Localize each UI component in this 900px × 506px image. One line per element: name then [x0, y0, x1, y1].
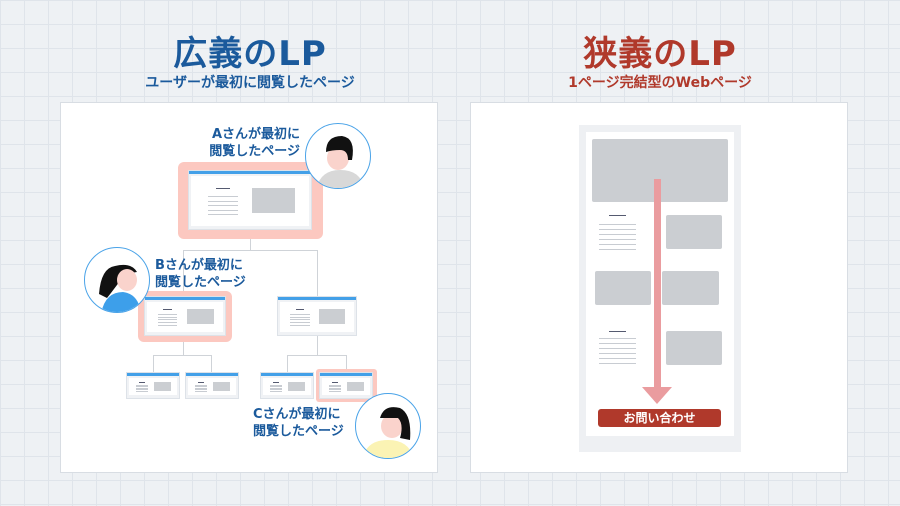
contact-button[interactable]: お問い合わせ	[598, 409, 721, 427]
text-line	[599, 244, 636, 245]
image-block	[662, 271, 719, 305]
label-b: Bさんが最初に閲覧したページ	[155, 258, 246, 290]
connector	[250, 238, 251, 250]
connector	[153, 355, 212, 356]
connector	[183, 341, 184, 355]
left-subtitle: ユーザーが最初に閲覧したページ	[145, 75, 355, 91]
text-line	[599, 358, 636, 359]
text-line	[599, 353, 636, 354]
text-line	[599, 338, 636, 339]
connector	[183, 250, 318, 251]
avatar-c-icon	[355, 393, 421, 459]
connector	[346, 355, 347, 372]
text-line	[599, 224, 636, 225]
avatar-a-icon	[305, 123, 371, 189]
page-thumbnail	[188, 170, 312, 230]
scroll-arrow	[654, 179, 661, 389]
avatar-b-icon	[84, 247, 150, 313]
connector	[287, 355, 347, 356]
page-thumbnail	[126, 372, 180, 399]
image-block	[666, 331, 722, 365]
text-line	[599, 343, 636, 344]
page-thumbnail	[277, 296, 357, 336]
text-line	[599, 239, 636, 240]
text-line	[599, 363, 636, 364]
image-block	[595, 271, 651, 305]
connector	[183, 250, 184, 292]
page-thumbnail	[185, 372, 239, 399]
image-block	[666, 215, 722, 249]
arrow-head-icon	[642, 387, 672, 404]
connector	[153, 355, 154, 372]
text-line	[599, 249, 636, 250]
label-c: Cさんが最初に閲覧したページ	[253, 407, 344, 439]
page-thumbnail	[319, 372, 373, 399]
right-subtitle: 1ページ完結型のWebページ	[568, 75, 752, 91]
connector	[287, 355, 288, 372]
connector	[317, 336, 318, 355]
heading-line	[609, 331, 626, 332]
text-line	[599, 229, 636, 230]
connector	[211, 355, 212, 372]
text-line	[599, 234, 636, 235]
page-thumbnail	[260, 372, 314, 399]
right-title: 狭義のLP	[583, 34, 737, 74]
page-thumbnail	[144, 296, 226, 336]
label-a: Aさんが最初に閲覧したページ	[209, 127, 300, 159]
connector	[317, 250, 318, 296]
left-title: 広義のLP	[173, 34, 327, 74]
text-line	[599, 348, 636, 349]
heading-line	[609, 215, 626, 216]
